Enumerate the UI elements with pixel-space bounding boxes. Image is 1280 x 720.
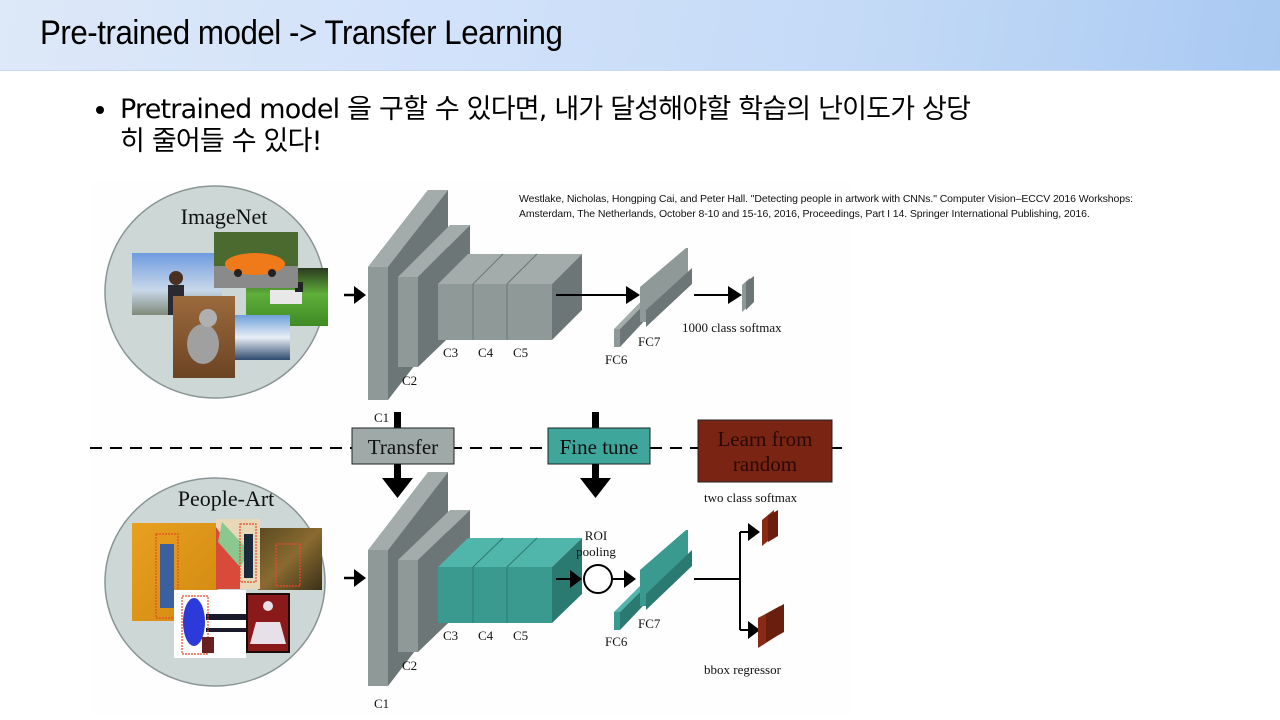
- stage-transfer: Transfer: [351, 412, 455, 498]
- softmax-output-block: [762, 510, 778, 546]
- bottom-output-top-label: two class softmax: [704, 490, 798, 505]
- top-label-c5: C5: [513, 345, 528, 360]
- top-layers-c3-c5: [438, 253, 582, 340]
- slide-title-bar: Pre-trained model -> Transfer Learning: [0, 0, 1280, 71]
- bottom-label-fc6: FC6: [605, 634, 628, 649]
- stage-transfer-label: Transfer: [368, 435, 438, 459]
- arrow-fc7-to-softmax-top: [694, 286, 742, 304]
- arrow-c5-to-fc6-top: [556, 286, 640, 304]
- imagenet-dataset: ImageNet: [104, 185, 328, 399]
- arrow-down-icon: [382, 478, 413, 498]
- bullet-line-1: Pretrained model 을 구할 수 있다면, 내가 달성해야할 학습…: [120, 94, 971, 125]
- bottom-label-c4: C4: [478, 628, 494, 643]
- top-label-fc6: FC6: [605, 352, 628, 367]
- top-softmax-block: [742, 276, 754, 312]
- bullet-dot-icon: [96, 106, 104, 114]
- bbox-regressor-block: [758, 604, 784, 648]
- bottom-label-c3: C3: [443, 628, 458, 643]
- top-label-c4: C4: [478, 345, 494, 360]
- people-art-label: People-Art: [178, 486, 275, 511]
- stage-fine-tune: Fine tune: [547, 412, 651, 498]
- citation-text: Westlake, Nicholas, Hongping Cai, and Pe…: [519, 192, 1199, 222]
- stage-random-label-line2: random: [733, 452, 797, 476]
- top-output-label: 1000 class softmax: [682, 320, 782, 335]
- roi-pooling-circle-icon: [583, 564, 613, 594]
- citation-line-2: Amsterdam, The Netherlands, October 8-10…: [519, 208, 1090, 220]
- bottom-label-c5: C5: [513, 628, 528, 643]
- imagenet-label: ImageNet: [181, 204, 268, 229]
- top-layers-fc6-fc7: [614, 248, 692, 347]
- stage-learn-from-random: Learn from random: [697, 419, 833, 483]
- roi-label-line1: ROI: [585, 528, 607, 543]
- bottom-label-fc7: FC7: [638, 616, 661, 631]
- bottom-layers-fc6-fc7: [614, 530, 692, 630]
- roi-pooling: ROI pooling: [556, 528, 636, 594]
- bottom-layers-c3-c5: [438, 537, 582, 623]
- stage-random-label-line1: Learn from: [717, 427, 812, 451]
- top-label-fc7: FC7: [638, 334, 661, 349]
- photo-mountain: [234, 315, 290, 360]
- top-layer-c2: [398, 225, 470, 367]
- transfer-learning-diagram: ImageNet: [90, 182, 850, 714]
- output-branch: [694, 523, 760, 639]
- people-art-dataset: People-Art: [104, 477, 326, 687]
- arrow-down-icon: [580, 478, 611, 498]
- top-label-c3: C3: [443, 345, 458, 360]
- bullet-item: Pretrained model 을 구할 수 있다면, 내가 달성해야할 학습…: [120, 94, 1180, 158]
- art-oil-painting: [258, 528, 322, 590]
- stage-fine-tune-label: Fine tune: [560, 435, 639, 459]
- top-label-c2: C2: [402, 373, 417, 388]
- bullet-line-2: 히 줄어들 수 있다!: [120, 126, 322, 157]
- slide-title: Pre-trained model -> Transfer Learning: [40, 14, 563, 52]
- bottom-label-c1: C1: [374, 696, 389, 711]
- roi-label-line2: pooling: [576, 544, 616, 559]
- bottom-label-c2: C2: [402, 658, 417, 673]
- citation-line-1: Westlake, Nicholas, Hongping Cai, and Pe…: [519, 193, 1133, 205]
- top-label-c1: C1: [374, 410, 389, 425]
- bottom-output-bottom-label: bbox regressor: [704, 662, 782, 677]
- arrow-imagenet-to-c1: [344, 286, 366, 304]
- arrow-people-art-to-c1: [344, 569, 366, 587]
